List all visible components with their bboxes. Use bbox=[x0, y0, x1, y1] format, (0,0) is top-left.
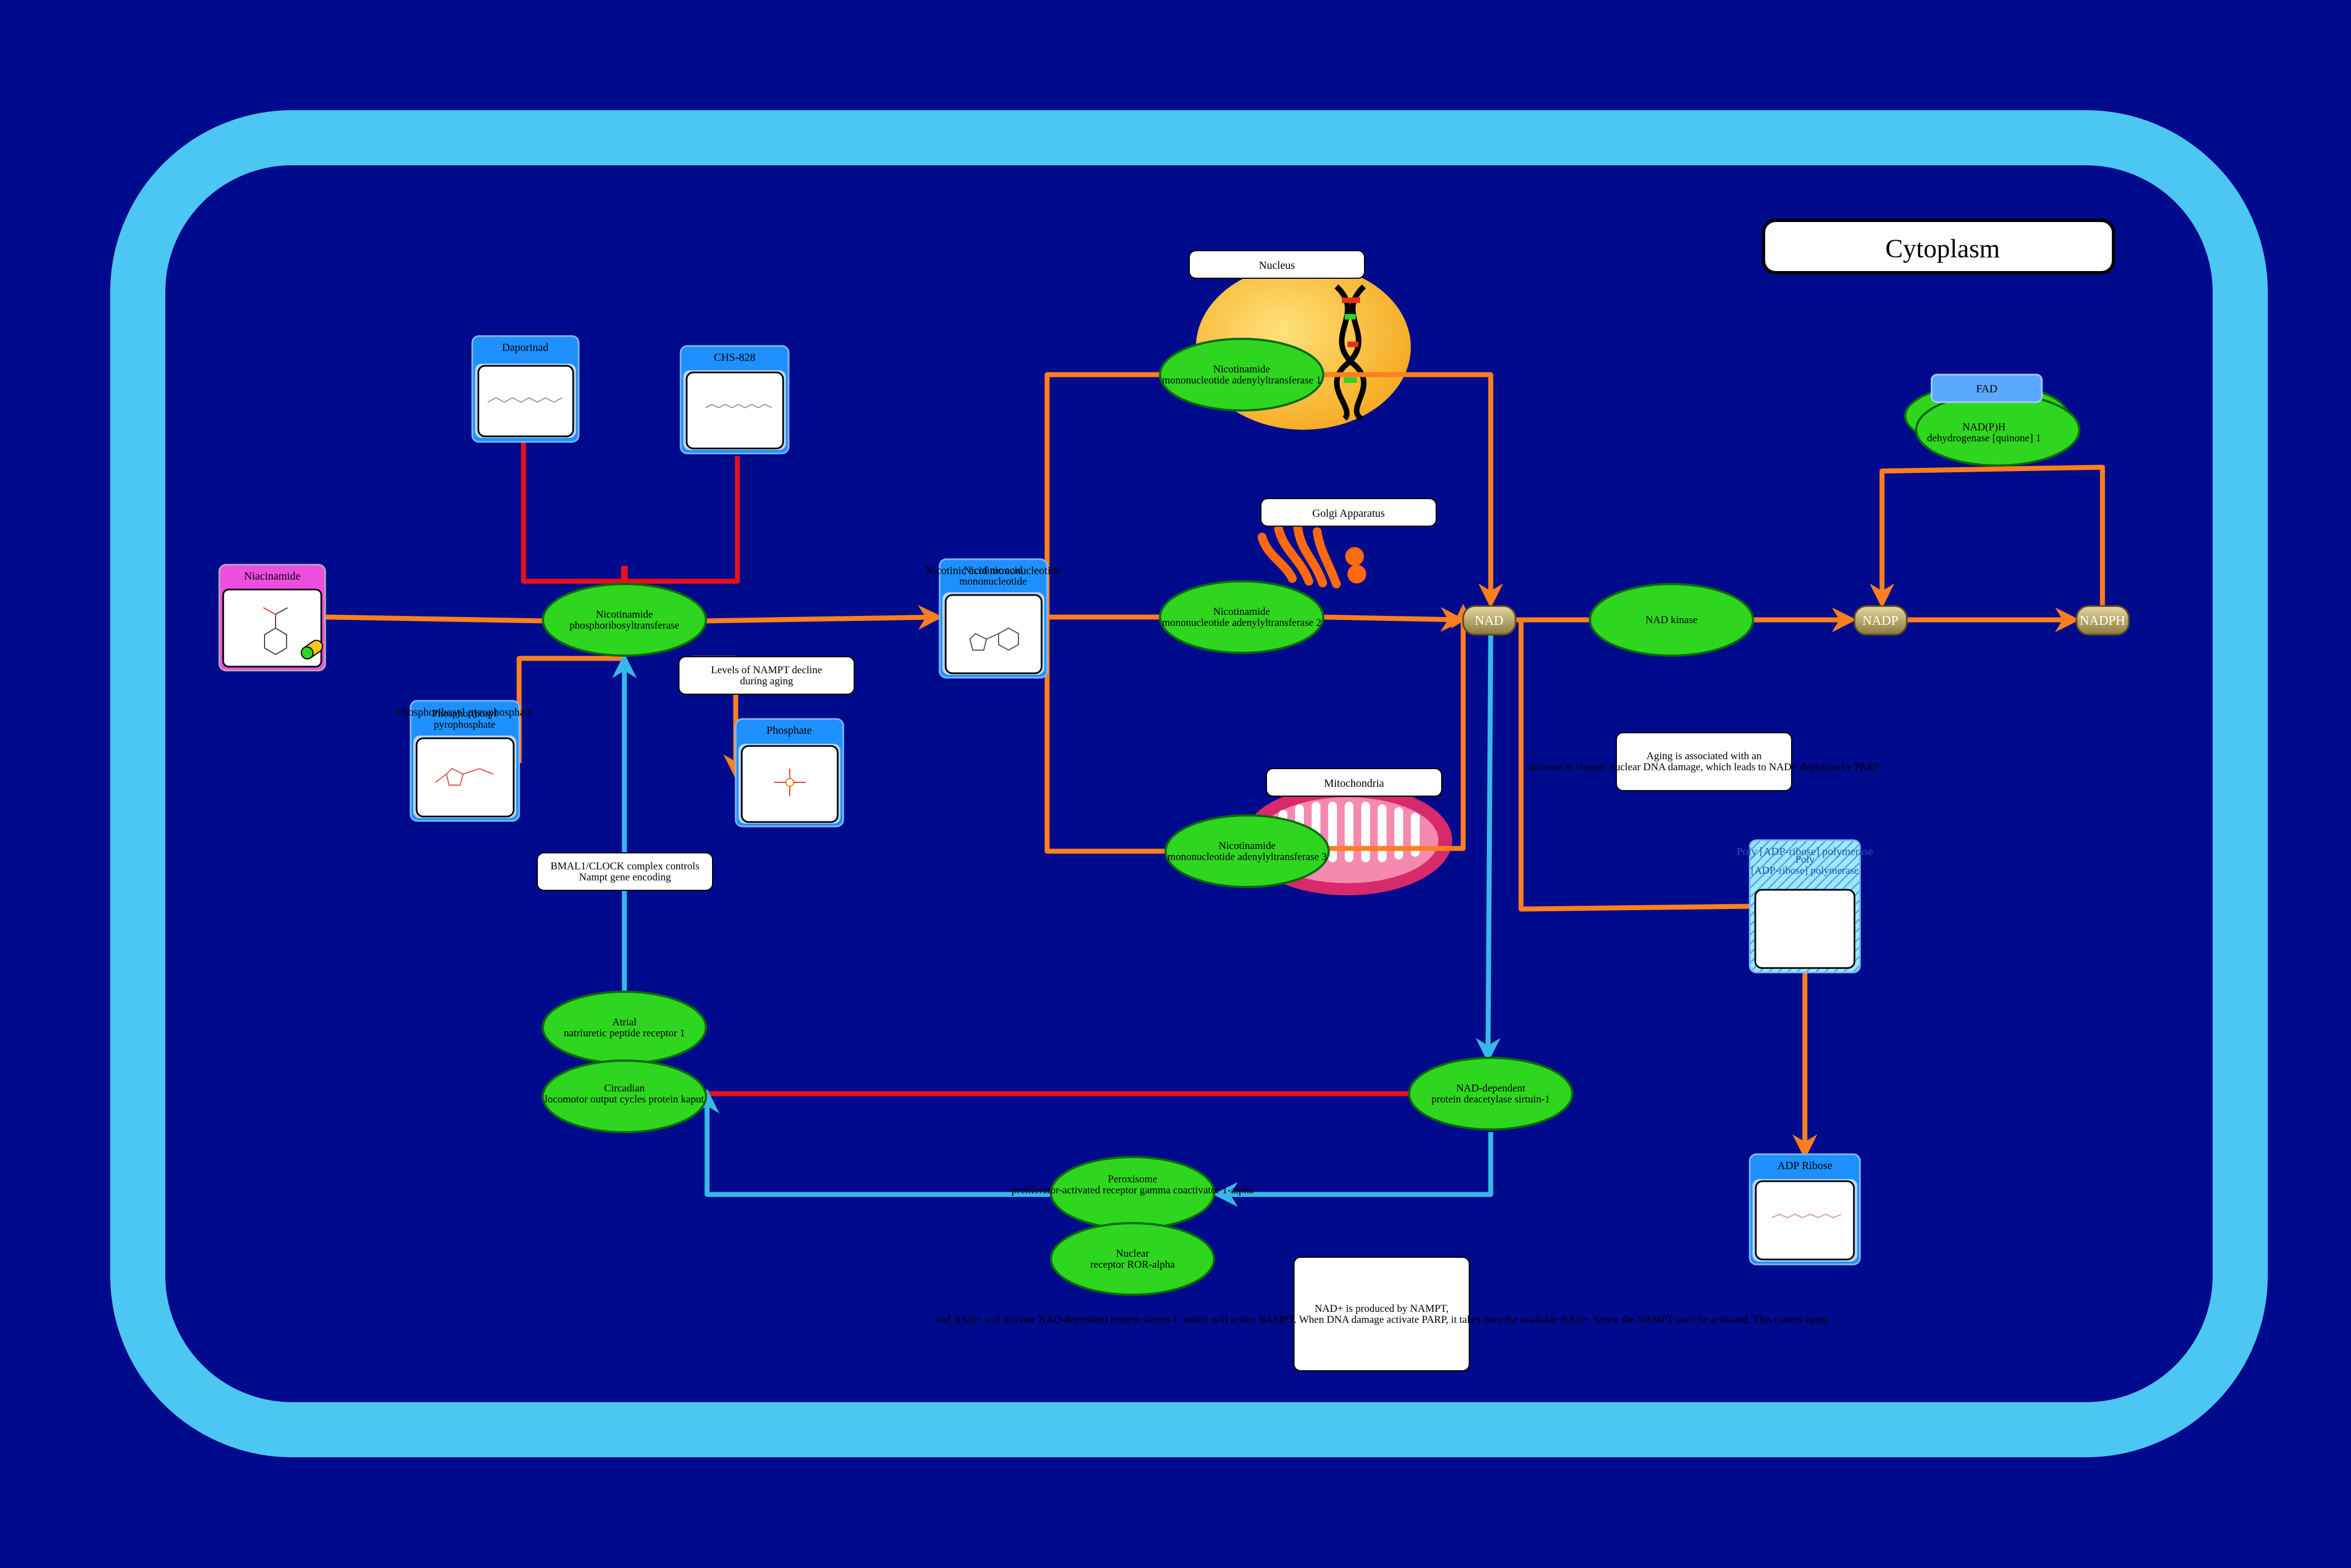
golgi-label: Golgi Apparatus bbox=[1260, 498, 1437, 527]
sirt1-node[interactable] bbox=[1408, 1057, 1573, 1131]
svg-text:Nucleus: Nucleus bbox=[1259, 259, 1295, 272]
edge-namn-branch-bottom bbox=[1044, 617, 1166, 854]
nadp-node[interactable]: NADP bbox=[1853, 605, 1908, 636]
svg-text:Phosphoribosyl pyrophosphate: Phosphoribosyl pyrophosphate bbox=[396, 706, 532, 718]
svg-text:Niacinamide: Niacinamide bbox=[244, 570, 300, 582]
nad-kinase-label: NAD kinase bbox=[1646, 614, 1697, 626]
svg-text:CHS-828: CHS-828 bbox=[714, 352, 756, 364]
nampt-node[interactable] bbox=[542, 583, 707, 657]
compartment-label: Cytoplasm bbox=[1762, 219, 2115, 274]
daporinad-node[interactable]: Daporinad bbox=[471, 335, 580, 443]
parp-title: Poly[ADP-ribose] polymerase bbox=[1751, 854, 1859, 877]
edge-nmnat1-nad bbox=[1323, 372, 1503, 608]
mitochondria-label: Mitochondria bbox=[1266, 768, 1442, 797]
prpp-node[interactable]: Phosphoribosyl pyrophosphate bbox=[396, 700, 533, 822]
edge-nqo1-nadp-loop bbox=[1869, 464, 2105, 612]
rora-node[interactable] bbox=[1050, 1222, 1215, 1296]
nadph-node[interactable]: NADPH bbox=[2075, 605, 2130, 636]
svg-text:Phosphate: Phosphate bbox=[767, 724, 812, 737]
edge-ppargc-clock bbox=[694, 1089, 1050, 1197]
nmnat1-node[interactable] bbox=[1159, 338, 1324, 412]
clock-node[interactable] bbox=[542, 1059, 707, 1133]
edge-nad-parp bbox=[1518, 620, 1750, 912]
edge-sirt1-ppargc bbox=[1213, 1132, 1493, 1207]
edge-prpp-nampt bbox=[516, 656, 626, 763]
compartment-title: Cytoplasm bbox=[1885, 234, 2000, 263]
dna-icon bbox=[1334, 284, 1367, 421]
drug-pill-icon bbox=[300, 640, 323, 659]
molecule-icon bbox=[263, 607, 288, 656]
parp-node[interactable]: Poly [ADP-ribose] polymerase bbox=[1737, 839, 1873, 974]
svg-text:ADP Ribose: ADP Ribose bbox=[1777, 1160, 1832, 1172]
svg-text:FAD: FAD bbox=[1976, 383, 1998, 395]
molecule-icon bbox=[774, 769, 806, 796]
edge-nmnat2-nad bbox=[1322, 607, 1465, 632]
cell-membrane bbox=[110, 110, 2268, 1457]
nad-node[interactable]: NAD bbox=[1462, 605, 1517, 636]
nucleus-label: Nucleus bbox=[1189, 250, 1365, 279]
edge-nampt-namn bbox=[704, 605, 943, 630]
svg-text:NADPH: NADPH bbox=[2080, 614, 2126, 628]
svg-text:Nicotinic acid mononucleotide: Nicotinic acid mononucleotide bbox=[925, 565, 1061, 577]
molecule-icon bbox=[705, 403, 772, 409]
nicotinic-acid-mononucleotide-node[interactable]: Nicotinic acid mononucleotide bbox=[925, 558, 1061, 679]
nad-kinase-node[interactable] bbox=[1589, 583, 1754, 657]
edge-nmnat3-nad bbox=[1328, 604, 1476, 851]
molecule-icon bbox=[1771, 1213, 1842, 1219]
golgi-organelle bbox=[1258, 523, 1366, 588]
fad-node-front: FAD bbox=[1931, 374, 2043, 403]
phosphate-node[interactable]: Phosphate bbox=[735, 718, 844, 828]
edge-nad-sirt1 bbox=[1475, 633, 1501, 1063]
edge-namn-branch-top bbox=[1044, 372, 1160, 617]
svg-text:NADP: NADP bbox=[1862, 614, 1898, 628]
nmnat2-node[interactable] bbox=[1159, 580, 1324, 654]
molecule-icon bbox=[435, 767, 494, 786]
svg-text:NAD: NAD bbox=[1475, 614, 1503, 628]
svg-text:Mitochondria: Mitochondria bbox=[1324, 777, 1384, 790]
svg-text:Daporinad: Daporinad bbox=[502, 342, 548, 354]
chs828-node[interactable]: CHS-828 bbox=[680, 345, 790, 455]
svg-text:Poly [ADP-ribose] polymerase: Poly [ADP-ribose] polymerase bbox=[1737, 846, 1873, 858]
molecule-icon bbox=[487, 397, 563, 403]
edge-daporinad-inhibits-nampt bbox=[521, 442, 740, 584]
svg-text:NAD+ is produced by NAMPT,and: NAD+ is produced by NAMPT,and NAD+ will … bbox=[936, 1303, 1828, 1326]
nmnat3-node[interactable] bbox=[1164, 814, 1330, 888]
niacinamide-node[interactable]: Niacinamide bbox=[218, 564, 326, 672]
adp-ribose-node[interactable]: ADP Ribose bbox=[1749, 1153, 1861, 1266]
edge-niacinamide-nampt bbox=[325, 614, 546, 624]
svg-text:Golgi Apparatus: Golgi Apparatus bbox=[1312, 507, 1385, 520]
molecule-icon bbox=[969, 627, 1019, 651]
note-summary: NAD+ is produced by NAMPT,and NAD+ will … bbox=[936, 1257, 1828, 1371]
